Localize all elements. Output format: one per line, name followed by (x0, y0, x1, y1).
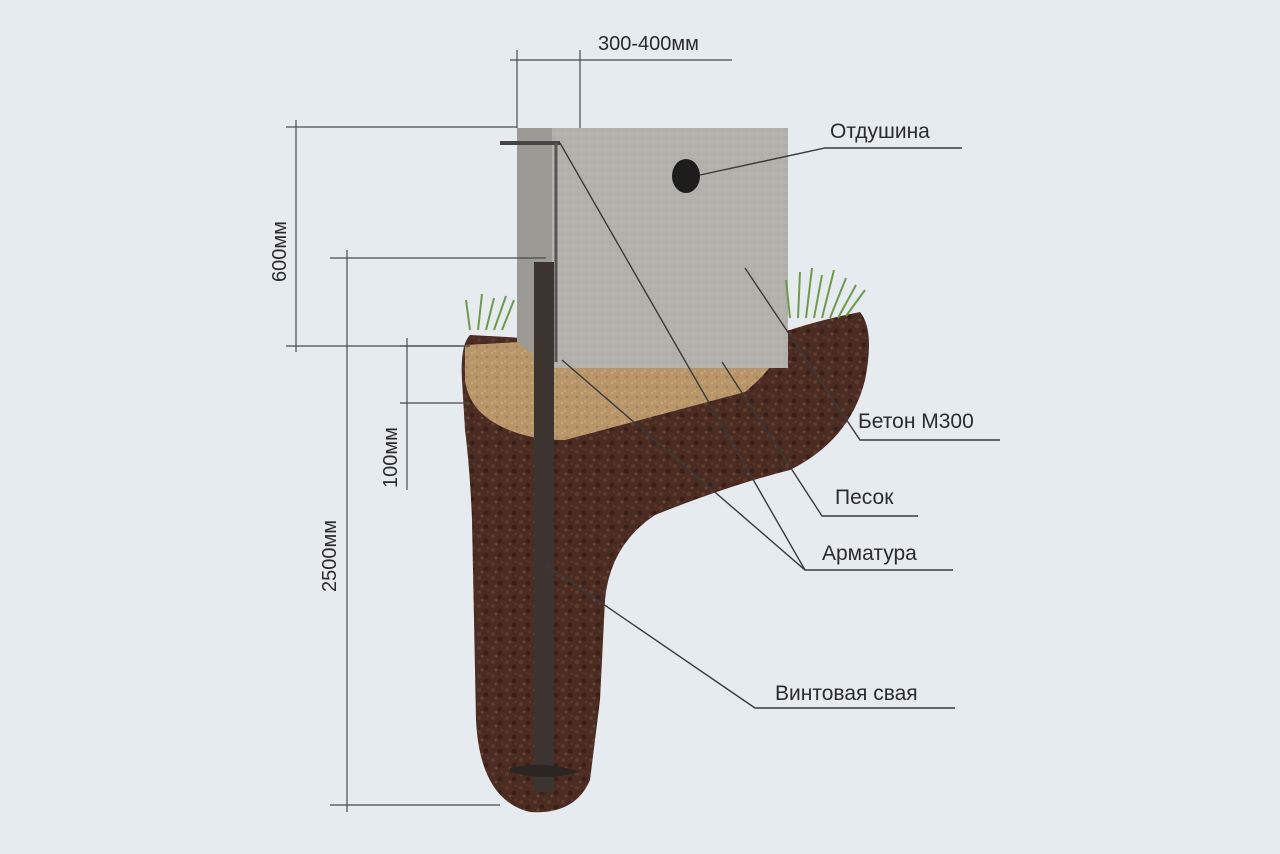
dim-block-height-text: 600мм (269, 221, 291, 282)
dim-width-lines (510, 50, 732, 128)
pile-helix (510, 764, 580, 777)
leader-vent (699, 147, 962, 176)
leader-pile (545, 564, 955, 709)
leader-lines (545, 142, 1000, 709)
concrete-front (552, 128, 788, 368)
label-concrete: Бетон М300 (858, 410, 974, 433)
dim-sand-lines (400, 338, 470, 490)
dim-sand-height-text: 100мм (380, 427, 402, 488)
dim-pile-length-text: 2500мм (319, 520, 341, 592)
vent-hole (672, 159, 700, 193)
grass (465, 267, 866, 331)
label-pile: Винтовая свая (775, 682, 918, 705)
screw-pile (534, 262, 554, 792)
leader-rebar-bottom (561, 359, 953, 571)
label-rebar: Арматура (822, 542, 917, 565)
label-sand: Песок (835, 486, 894, 509)
dim-width-text: 300-400мм (598, 33, 699, 55)
dim-pile-lines (330, 250, 546, 812)
label-vent: Отдушина (830, 120, 930, 143)
leader-rebar-top (559, 142, 806, 571)
leader-sand (721, 361, 918, 517)
leader-concrete (744, 267, 1000, 441)
dim-height-lines (286, 120, 517, 352)
